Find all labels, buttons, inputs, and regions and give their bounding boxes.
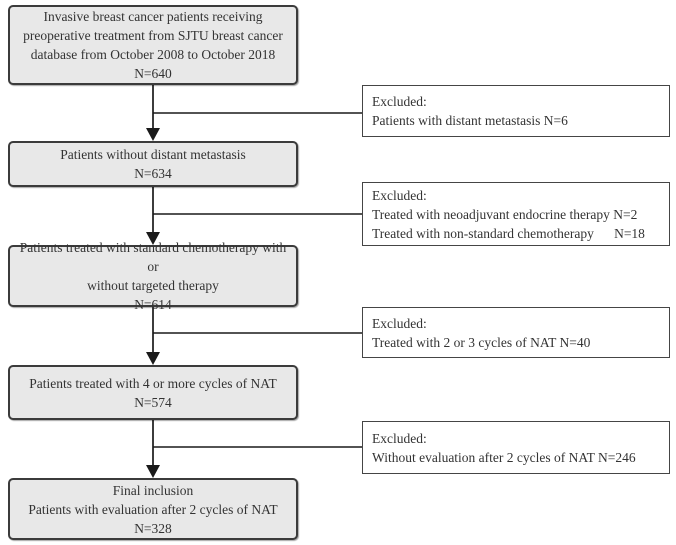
text-line: Excluded: [372,94,427,109]
text-line: N=614 [134,297,172,312]
text-line: Without evaluation after 2 cycles of NAT… [372,449,636,465]
arrow-down-icon [146,128,160,141]
excluded-box-no-evaluation: Excluded: Without evaluation after 2 cyc… [362,421,670,474]
arrow-down-icon [146,232,160,245]
text-line: Treated with neoadjuvant endocrine thera… [372,206,638,222]
text-line: Excluded: [372,430,427,446]
flow-box-final-inclusion: Final inclusion Patients with evaluation… [8,478,298,540]
text-line: Excluded: [372,187,427,203]
excluded-box-distant-metastasis: Excluded: Patients with distant metastas… [362,85,670,137]
arrow-down-icon [146,465,160,478]
text-line: database from October 2008 to October 20… [30,47,276,62]
arrow-down-icon [146,352,160,365]
text-line: Excluded: [372,315,427,331]
text-line: N=640 [134,66,172,81]
text-line: Patients treated with standard chemother… [19,240,290,274]
excluded-box-therapy-type: Excluded: Treated with neoadjuvant endoc… [362,182,670,246]
excluded-box-cycle-count: Excluded: Treated with 2 or 3 cycles of … [362,307,670,358]
text-line: Patients with distant metastasis N=6 [372,113,568,128]
text-line: Patients treated with 4 or more cycles o… [29,375,277,391]
text-line: Patients without distant metastasis [60,147,246,162]
text-line: Invasive breast cancer patients receivin… [43,9,263,24]
text-line: Final inclusion [112,482,194,498]
text-line: Patients with evaluation after 2 cycles … [28,501,278,517]
flow-box-four-or-more-cycles: Patients treated with 4 or more cycles o… [8,365,298,420]
flow-box-without-distant-metastasis: Patients without distant metastasis N=63… [8,141,298,187]
text-line: Treated with 2 or 3 cycles of NAT N=40 [372,334,591,350]
flow-box-standard-chemotherapy: Patients treated with standard chemother… [8,240,298,312]
text-line: N=328 [134,520,172,536]
text-line: without targeted therapy [87,278,219,293]
text-line: N=634 [134,166,172,181]
flow-box-source-population: Invasive breast cancer patients receivin… [8,5,298,85]
text-line: N=574 [134,394,172,410]
text-line: preoperative treatment from SJTU breast … [23,28,283,43]
text-line: Treated with non-standard chemotherapy N… [372,225,645,241]
